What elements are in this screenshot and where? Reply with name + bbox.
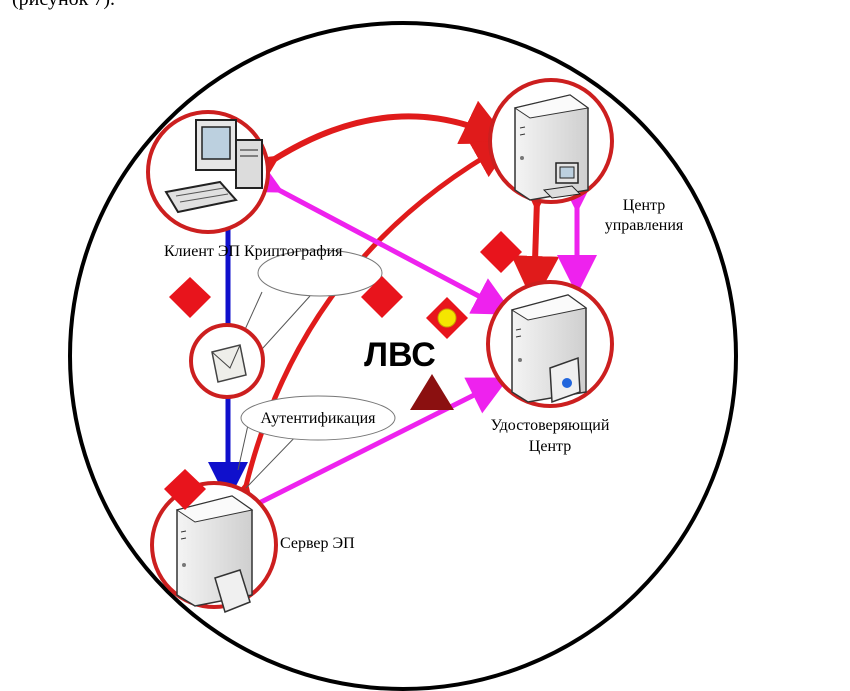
cert-server-icon	[510, 294, 588, 404]
security-diamond	[361, 276, 403, 318]
key-diamond-icon	[426, 297, 468, 339]
callout-authentication	[240, 395, 396, 441]
callout-line	[237, 424, 249, 471]
security-diamond	[164, 469, 206, 510]
control-center-label-2: управления	[605, 217, 684, 234]
sign-server-icon	[175, 495, 254, 614]
server-label: Сервер ЭП	[280, 535, 355, 552]
envelope-icon	[211, 344, 247, 383]
top-caption: (рисунок 7).	[12, 0, 115, 11]
control-center-label-1: Центр	[623, 197, 665, 214]
security-diamond	[480, 231, 522, 273]
workstation-icon	[164, 119, 263, 214]
arrow-client-cert	[239, 156, 514, 315]
arrow-control-cert-red	[511, 163, 563, 304]
authentication-label: Аутентификация	[260, 410, 376, 427]
warning-triangle-icon	[410, 374, 454, 410]
control-server-icon	[513, 94, 590, 201]
arrow-server-cert	[219, 377, 509, 537]
security-diamond	[169, 277, 211, 318]
cert-center-label-1: Удостоверяющий	[491, 417, 610, 434]
lan-label: ЛВС	[364, 336, 436, 374]
small-computer-icon	[542, 162, 582, 199]
cert-center-label-2: Центр	[529, 438, 571, 455]
callout-line	[245, 431, 301, 489]
lan-boundary	[68, 21, 738, 691]
callout-crypto	[257, 249, 383, 297]
client-label: Клиент ЭП Криптография	[164, 243, 343, 260]
arrow-client-control	[226, 100, 511, 202]
